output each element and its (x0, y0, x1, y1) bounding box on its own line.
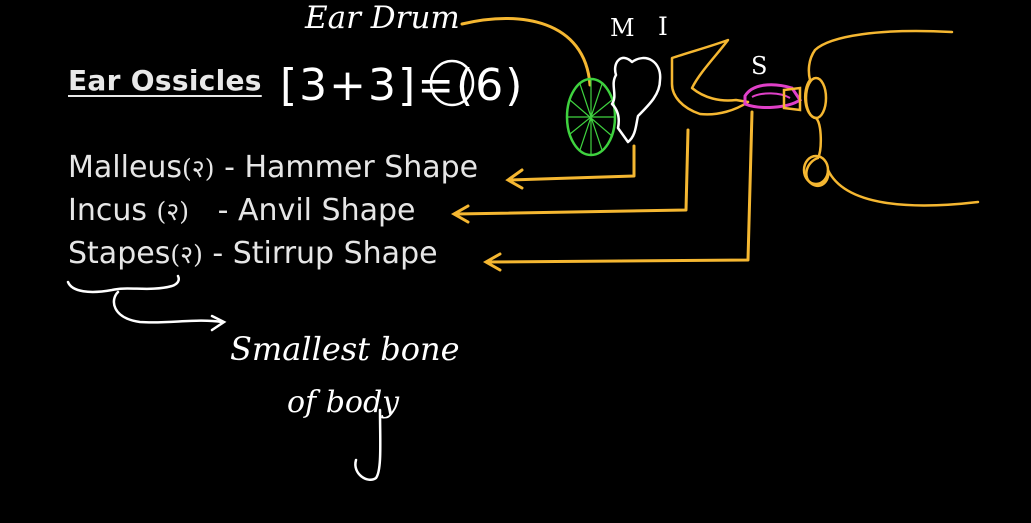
stapes-label: S (751, 52, 768, 80)
incus-arrow (453, 128, 690, 216)
ear-drum-icon (565, 77, 617, 157)
formula-circle (429, 59, 475, 107)
ossicle-name: Stapes (68, 236, 171, 271)
oval-window (804, 76, 828, 120)
page-title: Ear Ossicles (68, 64, 262, 97)
stapes-arrow (485, 110, 754, 264)
ossicle-row-stapes: Stapes(२) - Stirrup Shape (68, 236, 438, 271)
smallest-bone-arrow (112, 290, 224, 324)
stapes-brace (66, 274, 180, 294)
ear-drum-label: Ear Drum (305, 0, 460, 36)
malleus-arrow (508, 144, 636, 182)
ossicle-count: (२) (170, 240, 203, 269)
malleus-label: M (610, 14, 635, 42)
ossicle-name: Malleus (68, 150, 183, 185)
count-formula: [3+3]=(6) (280, 60, 525, 111)
ossicle-row-malleus: Malleus(२) - Hammer Shape (68, 150, 478, 185)
ossicle-shape: - Hammer Shape (224, 150, 479, 185)
ossicle-count: (२) (156, 197, 190, 226)
round-window (802, 154, 830, 186)
ear-drum-pointer (460, 17, 592, 87)
inner-ear-outline (803, 29, 980, 207)
ossicle-shape: - Stirrup Shape (212, 236, 438, 271)
of-body-note: of body (287, 385, 400, 420)
malleus-icon (610, 56, 662, 144)
incus-icon (670, 38, 750, 116)
body-scribble (354, 408, 382, 481)
stapes-icon (743, 83, 803, 112)
incus-label: I (658, 12, 668, 41)
ossicle-name: Incus (68, 193, 147, 228)
ossicle-row-incus: Incus (२) - Anvil Shape (68, 193, 415, 228)
ossicle-shape: - Anvil Shape (217, 193, 416, 228)
ossicle-count: (२) (182, 154, 215, 183)
smallest-bone-note: Smallest bone (230, 330, 460, 368)
